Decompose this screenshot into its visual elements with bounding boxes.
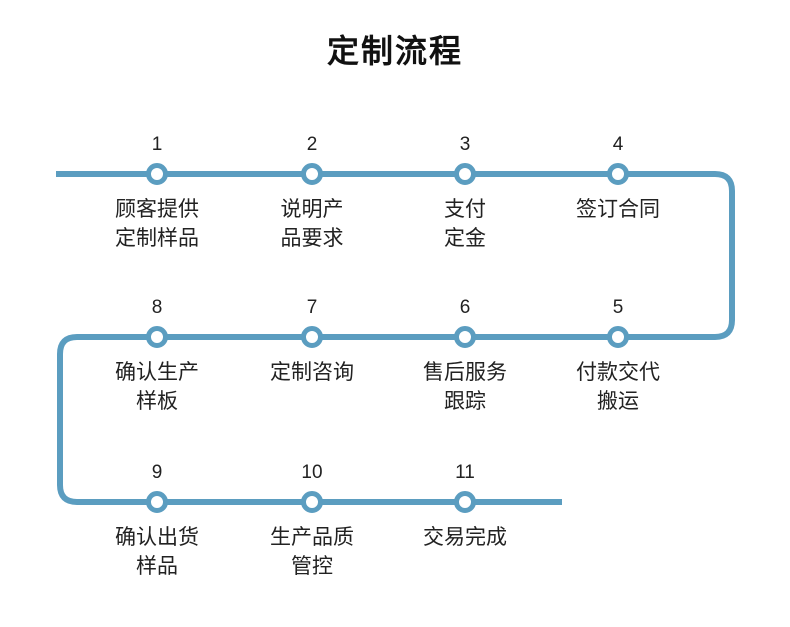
step-number: 2 <box>307 134 318 155</box>
step-label-line: 付款交代 <box>576 360 660 384</box>
step-node-circle <box>454 491 476 513</box>
step-number: 5 <box>613 297 624 318</box>
step-label-line: 定金 <box>444 226 486 250</box>
step-number: 9 <box>152 462 163 483</box>
step-label-line: 搬运 <box>597 389 639 413</box>
step-number: 3 <box>460 134 471 155</box>
step-node-circle <box>301 491 323 513</box>
step-label-line: 样板 <box>136 389 178 413</box>
step-label-line: 售后服务 <box>423 360 507 384</box>
step-node-circle <box>146 491 168 513</box>
step-label-line: 确认生产 <box>115 360 199 384</box>
step-label-line: 跟踪 <box>444 389 486 413</box>
step-node-circle <box>301 163 323 185</box>
step-number: 1 <box>152 134 163 155</box>
step-number: 10 <box>301 462 322 483</box>
step-node-circle <box>146 326 168 348</box>
step-label-line: 确认出货 <box>115 525 199 549</box>
step-label-line: 顾客提供 <box>115 197 199 221</box>
step-label-line: 管控 <box>291 554 333 578</box>
step-label-line: 交易完成 <box>423 525 507 549</box>
step-node-circle <box>301 326 323 348</box>
step-label-line: 说明产 <box>281 197 344 221</box>
step-label-line: 定制咨询 <box>270 360 354 384</box>
step-label-line: 支付 <box>444 197 486 221</box>
page-title: 定制流程 <box>326 32 463 70</box>
step-node-circle <box>607 163 629 185</box>
step-label-line: 签订合同 <box>576 197 660 221</box>
step-number: 8 <box>152 297 163 318</box>
step-label-line: 样品 <box>136 554 178 578</box>
step-11: 11 交易完成 <box>423 462 507 549</box>
step-7: 7 定制咨询 <box>270 297 354 384</box>
step-node-circle <box>607 326 629 348</box>
flow-connector-line <box>56 171 735 505</box>
step-node-circle <box>454 163 476 185</box>
step-number: 11 <box>455 462 475 483</box>
step-label-line: 品要求 <box>281 226 344 250</box>
step-label-line: 定制样品 <box>115 226 199 250</box>
step-node-circle <box>454 326 476 348</box>
step-number: 4 <box>613 134 624 155</box>
step-4: 4 签订合同 <box>576 134 660 221</box>
step-label-line: 生产品质 <box>270 525 354 549</box>
step-number: 7 <box>307 297 318 318</box>
step-number: 6 <box>460 297 471 318</box>
step-node-circle <box>146 163 168 185</box>
